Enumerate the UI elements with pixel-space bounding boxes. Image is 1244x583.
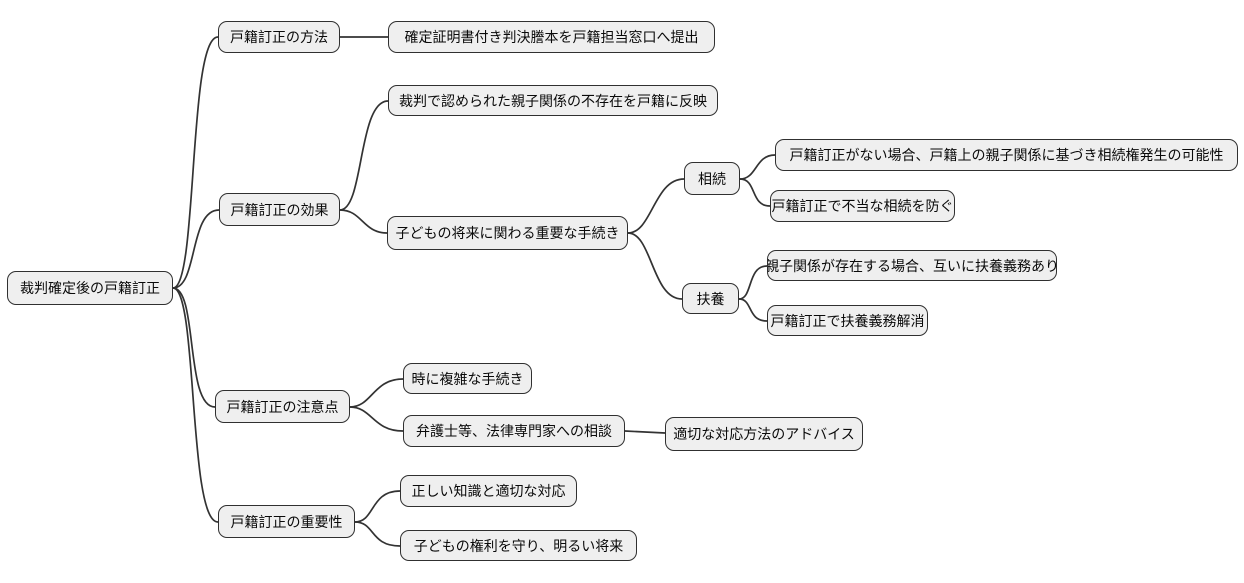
edge-inheritance-prevent	[739, 178, 771, 207]
edge-root-effect	[172, 209, 220, 289]
node-submit-judgment-copy: 確定証明書付き判決謄本を戸籍担当窓口へ提出	[388, 21, 715, 53]
edge-procedures-support	[627, 232, 683, 300]
edge-procedures-inheritance	[627, 178, 685, 234]
edge-importance-knowledge	[354, 490, 401, 523]
node-mutual-support-obligation: 親子関係が存在する場合、互いに扶養義務あり	[767, 250, 1057, 281]
edge-root-importance	[172, 287, 219, 523]
node-correction-method: 戸籍訂正の方法	[218, 21, 340, 53]
node-inheritance: 相続	[684, 162, 740, 195]
node-support: 扶養	[682, 283, 739, 314]
edge-root-method	[172, 36, 219, 289]
edge-support-mutual	[738, 265, 768, 300]
edge-caution-consult	[349, 406, 404, 432]
node-root: 裁判確定後の戸籍訂正	[7, 271, 173, 305]
node-support-obligation-release: 戸籍訂正で扶養義務解消	[767, 305, 928, 336]
node-correction-importance: 戸籍訂正の重要性	[218, 505, 355, 538]
edge-root-caution	[172, 287, 216, 408]
node-correction-caution: 戸籍訂正の注意点	[215, 390, 350, 423]
node-reflect-nonexistence: 裁判で認められた親子関係の不存在を戸籍に反映	[388, 85, 718, 116]
node-inheritance-risk: 戸籍訂正がない場合、戸籍上の親子関係に基づき相続権発生の可能性	[775, 139, 1238, 171]
edge-caution-complex	[349, 378, 404, 408]
node-important-procedures: 子どもの将来に関わる重要な手続き	[387, 216, 628, 250]
node-prevent-unjust-inheritance: 戸籍訂正で不当な相続を防ぐ	[770, 190, 955, 222]
node-correct-knowledge: 正しい知識と適切な対応	[400, 475, 577, 507]
edge-importance-rights	[354, 521, 401, 547]
node-consult-legal-expert: 弁護士等、法律専門家への相談	[403, 415, 625, 447]
edge-support-release	[738, 298, 768, 322]
edge-inheritance-risk	[739, 154, 776, 180]
node-appropriate-advice: 適切な対応方法のアドバイス	[665, 417, 863, 451]
node-complex-procedure: 時に複雑な手続き	[403, 363, 532, 394]
edge-effect-procedures	[339, 209, 388, 234]
edge-consult-advice	[624, 430, 666, 434]
node-correction-effect: 戸籍訂正の効果	[219, 193, 340, 226]
node-protect-child-rights: 子どもの権利を守り、明るい将来	[400, 530, 637, 561]
edge-effect-reflect	[339, 100, 389, 211]
